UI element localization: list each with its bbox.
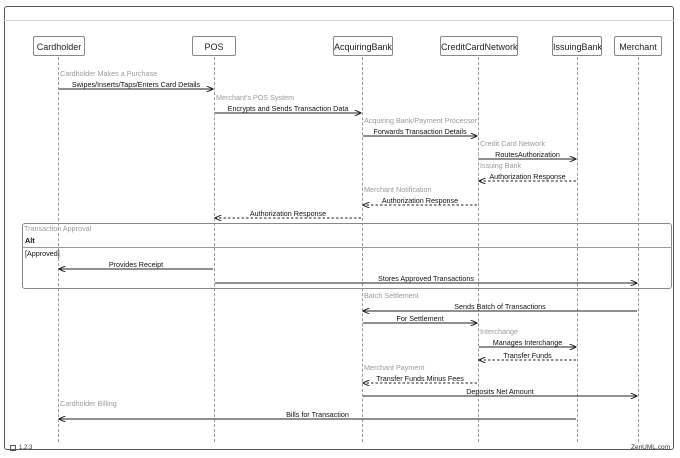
message-comment: Cardholder Billing xyxy=(60,399,117,408)
version-box-icon xyxy=(10,445,16,451)
title-bar-divider xyxy=(4,20,674,21)
message-label[interactable]: Authorization Response xyxy=(249,208,327,218)
message-comment: Interchange xyxy=(480,327,518,336)
message-label[interactable]: For Settlement xyxy=(396,313,444,323)
message-label[interactable]: Authorization Response xyxy=(489,171,566,181)
participant-credit-card-network[interactable]: CreditCardNetwork xyxy=(440,36,518,56)
participant-cardholder[interactable]: Cardholder xyxy=(33,36,85,56)
diagram-frame xyxy=(4,6,674,450)
alt-fragment xyxy=(22,223,672,289)
participant-merchant[interactable]: Merchant xyxy=(614,36,662,56)
message-label[interactable]: Sends Batch of Transactions xyxy=(454,301,546,311)
message-comment: Credit Card Network xyxy=(480,139,546,148)
message-comment: Acquiring Bank/Payment Processor xyxy=(364,116,478,125)
message-label[interactable]: Transfer Funds Minus Fees xyxy=(376,373,464,383)
message-label[interactable]: Swipes/Inserts/Taps/Enters Card Details xyxy=(71,79,201,89)
message-label[interactable]: Manages Interchange xyxy=(492,337,563,347)
message-label[interactable]: Transfer Funds xyxy=(503,350,552,360)
message-label[interactable]: Authorization Response xyxy=(381,195,459,205)
version-text: 1.2.3 xyxy=(19,445,33,451)
lifeline-merchant xyxy=(638,57,639,442)
message-comment: Issuing Bank xyxy=(480,161,522,170)
lifeline-pos xyxy=(214,57,215,442)
message-comment: Cardholder Makes a Purchase xyxy=(60,69,158,78)
fragment-divider xyxy=(22,247,672,248)
lifeline-cardholder xyxy=(58,57,59,442)
lifeline-acquiring-bank xyxy=(362,57,363,442)
message-label[interactable]: Forwards Transaction Details xyxy=(373,126,467,136)
message-label[interactable]: Bills for Transaction xyxy=(286,409,349,419)
message-comment: Merchant Payment xyxy=(364,363,425,372)
version-badge: 1.2.3 xyxy=(10,445,32,451)
lifeline-credit-card-network xyxy=(478,57,479,442)
message-label[interactable]: Stores Approved Transactions xyxy=(378,273,474,283)
fragment-condition: [Approved] xyxy=(25,249,60,258)
fragment-kind-label: Alt xyxy=(25,236,35,245)
message-comment: Batch Settlement xyxy=(364,291,419,300)
lifeline-issuing-bank xyxy=(577,57,578,442)
message-label[interactable]: Deposits Net Amount xyxy=(466,386,534,396)
message-label[interactable]: RoutesAuthorization xyxy=(495,149,560,159)
fragment-comment: Transaction Approval xyxy=(24,224,92,233)
participant-acquiring-bank[interactable]: AcquiringBank xyxy=(333,36,393,56)
brand-link[interactable]: ZenUML.com xyxy=(630,444,670,451)
message-label[interactable]: Encrypts and Sends Transaction Data xyxy=(227,103,349,113)
participant-pos[interactable]: POS xyxy=(192,36,236,56)
message-comment: Merchant Notification xyxy=(364,185,432,194)
participant-issuing-bank[interactable]: IssuingBank xyxy=(552,36,602,56)
message-label[interactable]: Provides Receipt xyxy=(108,259,164,269)
message-comment: Merchant's POS System xyxy=(216,93,295,102)
